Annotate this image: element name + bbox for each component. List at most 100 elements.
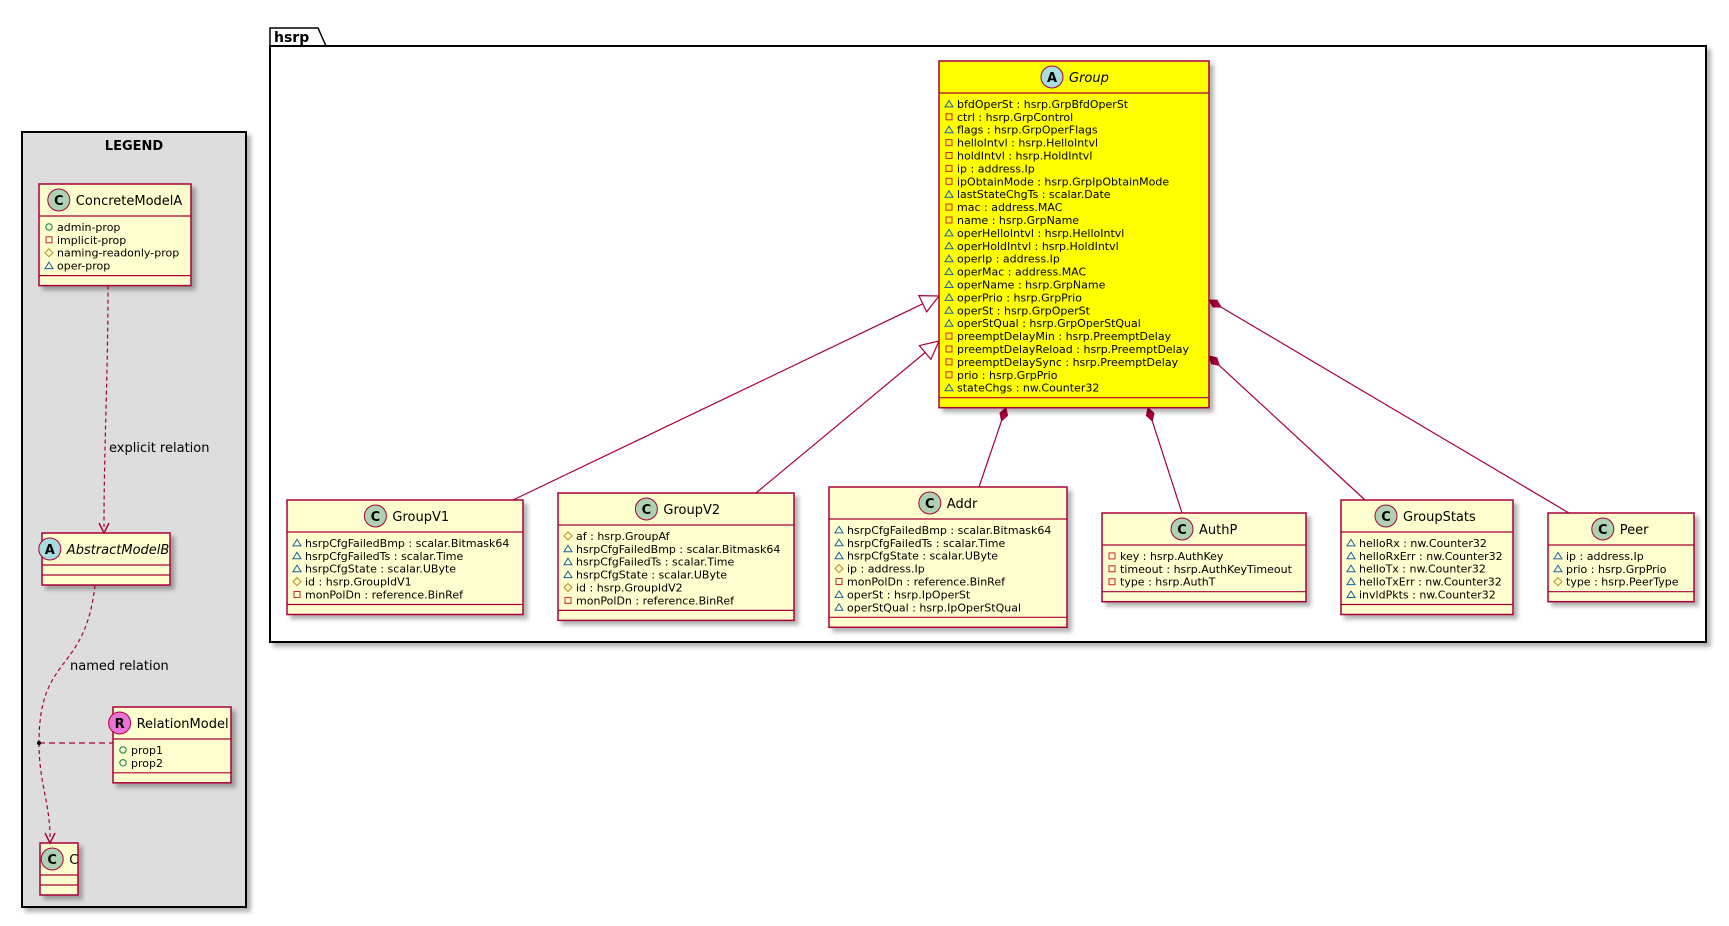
attribute-row: helloTxErr : nw.Counter32 <box>1346 576 1502 589</box>
attribute-row: key : hsrp.AuthKey <box>1108 550 1224 563</box>
attribute-text: preemptDelayReload : hsrp.PreemptDelay <box>957 343 1189 356</box>
attribute-text: hsrpCfgFailedTs : scalar.Time <box>847 537 1005 550</box>
attribute-text: hsrpCfgState : scalar.UByte <box>847 550 998 563</box>
stereotype-c-icon: C <box>1170 517 1194 541</box>
attribute-row: operSt : hsrp.GrpOperSt <box>944 304 1091 317</box>
stereotype-c-icon: C <box>1374 504 1398 528</box>
class-name: RelationModel <box>137 717 229 732</box>
explicit-relation-label: explicit relation <box>109 441 209 456</box>
attribute-row: bfdOperSt : hsrp.GrpBfdOperSt <box>944 98 1129 111</box>
class-name: Group <box>1069 71 1109 86</box>
class-name: GroupV2 <box>663 503 720 518</box>
attribute-text: operPrio : hsrp.GrpPrio <box>957 291 1082 304</box>
attribute-text: id : hsrp.GroupIdV2 <box>576 582 683 595</box>
attribute-row: prop2 <box>119 757 163 770</box>
composition-edge-peer <box>1208 299 1570 514</box>
class-name: AbstractModelB <box>66 543 170 558</box>
attribute-row: helloRx : nw.Counter32 <box>1346 537 1487 550</box>
attribute-row: hsrpCfgFailedTs : scalar.Time <box>563 556 734 569</box>
stereotype-c-icon: C <box>363 504 387 528</box>
visibility-minus-icon <box>45 236 53 244</box>
class-name: ConcreteModelA <box>76 194 183 209</box>
attribute-text: operStQual : hsrp.IpOperStQual <box>847 601 1021 614</box>
legend-explicit-relation: explicit relation <box>98 285 209 535</box>
stereotype-letter: C <box>371 510 381 525</box>
attribute-text: key : hsrp.AuthKey <box>1120 550 1224 563</box>
visibility-tilde-icon <box>1346 590 1356 598</box>
stereotype-c-icon: C <box>918 491 942 515</box>
visibility-tilde-icon <box>1553 551 1563 560</box>
attribute-row: helloRxErr : nw.Counter32 <box>1346 550 1503 563</box>
attribute-row: flags : hsrp.GrpOperFlags <box>944 124 1098 137</box>
relations-layer <box>512 295 1570 514</box>
attribute-row: preemptDelaySync : hsrp.PreemptDelay <box>945 356 1179 369</box>
attribute-row: ctrl : hsrp.GrpControl <box>945 111 1073 124</box>
attribute-text: naming-readonly-prop <box>57 247 179 260</box>
attribute-text: mac : address.MAC <box>957 201 1063 214</box>
stereotype-letter: R <box>115 717 125 732</box>
visibility-tilde-icon <box>944 99 954 108</box>
stereotype-letter: C <box>47 853 57 868</box>
visibility-tilde-icon <box>1346 551 1356 560</box>
attribute-text: helloIntvl : hsrp.HelloIntvl <box>957 137 1098 150</box>
visibility-minus-icon <box>1108 552 1116 560</box>
visibility-hash-icon <box>834 563 844 574</box>
attribute-text: flags : hsrp.GrpOperFlags <box>957 124 1098 137</box>
attribute-text: operHelloIntvl : hsrp.HelloIntvl <box>957 227 1124 240</box>
stereotype-letter: C <box>642 503 652 518</box>
legend-named-relation: named relation <box>37 584 169 845</box>
class-name: Peer <box>1620 523 1649 538</box>
visibility-plus-icon <box>119 759 127 767</box>
attribute-row: hsrpCfgState : scalar.UByte <box>563 569 727 582</box>
stereotype-letter: A <box>1047 71 1057 86</box>
visibility-tilde-icon <box>563 557 573 566</box>
attribute-row: operStQual : hsrp.IpOperStQual <box>834 601 1021 614</box>
inheritance-edge-groupv1 <box>512 295 941 501</box>
visibility-minus-icon <box>945 345 953 353</box>
attribute-text: helloTx : nw.Counter32 <box>1359 563 1486 576</box>
attribute-row: hsrpCfgFailedBmp : scalar.Bitmask64 <box>292 537 509 550</box>
attribute-text: monPolDn : reference.BinRef <box>305 589 464 602</box>
inheritance-edge-groupv2 <box>755 340 941 494</box>
class-group[interactable]: A Group bfdOperSt : hsrp.GrpBfdOperStctrl … <box>938 60 1210 409</box>
attribute-text: ip : address.Ip <box>1566 550 1644 563</box>
visibility-hash-icon <box>563 582 573 593</box>
attribute-row: helloTx : nw.Counter32 <box>1346 563 1486 576</box>
visibility-hash-icon <box>292 576 302 587</box>
attribute-row: operStQual : hsrp.GrpOperStQual <box>944 317 1141 330</box>
attribute-text: helloRx : nw.Counter32 <box>1359 537 1487 550</box>
visibility-minus-icon <box>945 177 953 185</box>
attribute-row: admin-prop <box>45 221 120 234</box>
attribute-row: mac : address.MAC <box>945 201 1063 214</box>
visibility-tilde-icon <box>944 241 954 250</box>
attribute-row: ip : address.Ip <box>945 162 1035 175</box>
attribute-row: oper-prop <box>44 260 110 273</box>
attribute-text: hsrpCfgFailedTs : scalar.Time <box>576 556 734 569</box>
visibility-minus-icon <box>945 332 953 340</box>
visibility-minus-icon <box>564 596 572 604</box>
visibility-tilde-icon <box>944 125 954 134</box>
stereotype-letter: C <box>54 194 64 209</box>
attribute-row: prio : hsrp.GrpPrio <box>1553 563 1667 576</box>
visibility-minus-icon <box>835 578 843 585</box>
composition-edge-authp <box>1145 406 1183 514</box>
visibility-minus-icon <box>945 358 953 366</box>
visibility-minus-icon <box>945 216 953 224</box>
attribute-row: af : hsrp.GroupAf <box>563 530 671 543</box>
stereotype-c-icon: C <box>1591 517 1615 541</box>
attribute-text: ip : address.Ip <box>957 162 1035 175</box>
attribute-text: hsrpCfgState : scalar.UByte <box>305 563 456 576</box>
visibility-tilde-icon <box>1346 564 1356 573</box>
attribute-row: operHelloIntvl : hsrp.HelloIntvl <box>944 227 1124 240</box>
attribute-text: lastStateChgTs : scalar.Date <box>957 188 1111 201</box>
